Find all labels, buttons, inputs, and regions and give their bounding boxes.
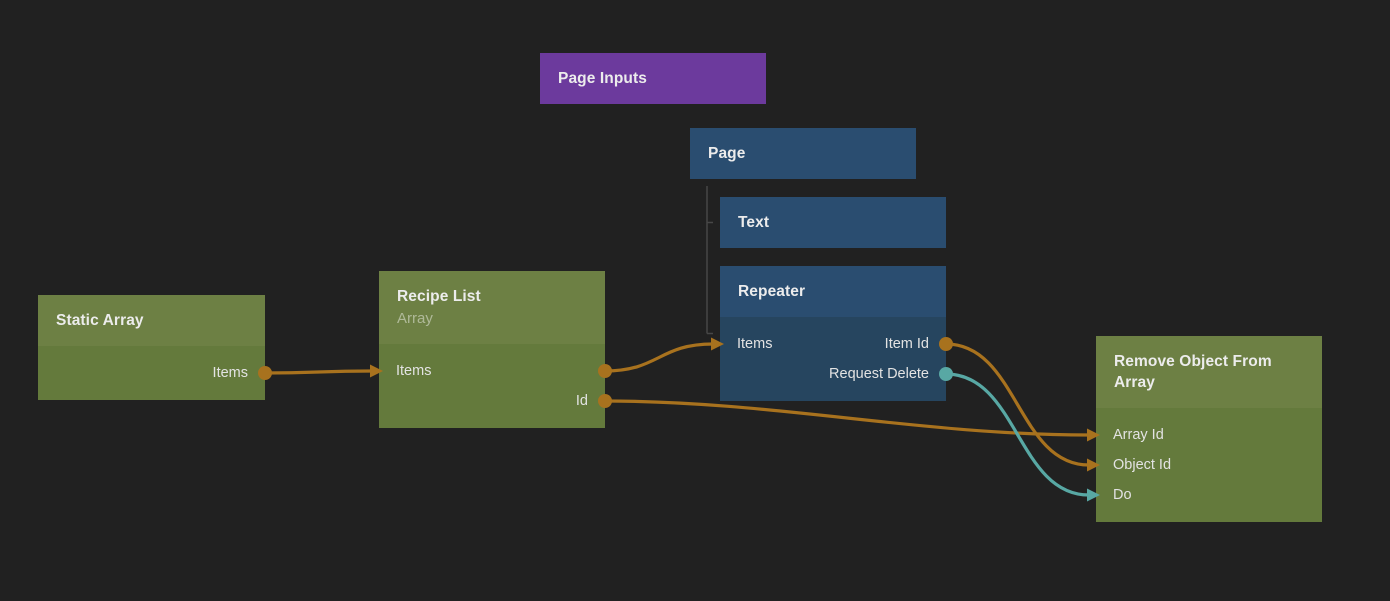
port-object-id[interactable]: Object Id (1113, 457, 1172, 473)
node-title: Page Inputs (558, 70, 647, 87)
node-title: Page (708, 145, 746, 162)
node-ports: Array Id Object Id Do (1096, 408, 1322, 522)
wire-static-array.items-to-recipe-list.items[interactable] (263, 369, 374, 375)
port-row: Object Id (1096, 450, 1322, 480)
node-header: Page Inputs (540, 53, 766, 104)
port-items[interactable]: Items (737, 336, 773, 352)
port-request-delete[interactable]: Request Delete (829, 366, 929, 382)
node-title: Static Array (56, 312, 144, 329)
node-header: Text (720, 197, 946, 248)
wire-repeater.request-delete-to-remove-object-from-array.do[interactable] (944, 372, 1091, 497)
port-do[interactable]: Do (1113, 487, 1132, 503)
node-ports: Items (38, 346, 265, 400)
node-header: Repeater (720, 266, 946, 317)
node-header: Page (690, 128, 916, 179)
node-title: Text (738, 214, 770, 231)
node-header: Static Array (38, 295, 265, 346)
port-item-id[interactable]: Item Id (884, 336, 929, 352)
node-page[interactable]: Page (690, 128, 916, 179)
port-row: Array Id (1096, 420, 1322, 450)
port-items[interactable]: Items (212, 365, 248, 381)
node-title: Repeater (738, 283, 806, 300)
node-title: Recipe List (397, 288, 481, 305)
port-id[interactable]: Id (575, 393, 588, 409)
node-ports: Items Item Id Request Delete (720, 317, 946, 401)
port-row: Items (38, 358, 265, 388)
port-array-id[interactable]: Array Id (1113, 427, 1164, 443)
node-text[interactable]: Text (720, 197, 946, 248)
wire-recipe-list.items-out-to-repeater.items[interactable] (603, 342, 715, 373)
node-subtitle: Array (397, 310, 433, 327)
port-row: Items (379, 356, 605, 386)
node-page-inputs[interactable]: Page Inputs (540, 53, 766, 104)
port-row: Id (379, 386, 605, 416)
wire-recipe-list.id-to-remove-object-from-array.array-id[interactable] (603, 399, 1091, 437)
port-row: Items Item Id (720, 329, 946, 359)
port-items[interactable]: Items (396, 363, 432, 379)
port-row: Request Delete (720, 359, 946, 389)
wire-repeater.item-id-to-remove-object-from-array.object-id[interactable] (944, 342, 1091, 467)
port-row: Do (1096, 480, 1322, 510)
node-title: Remove Object From Array (1114, 353, 1272, 391)
node-header: Remove Object From Array (1096, 336, 1322, 408)
